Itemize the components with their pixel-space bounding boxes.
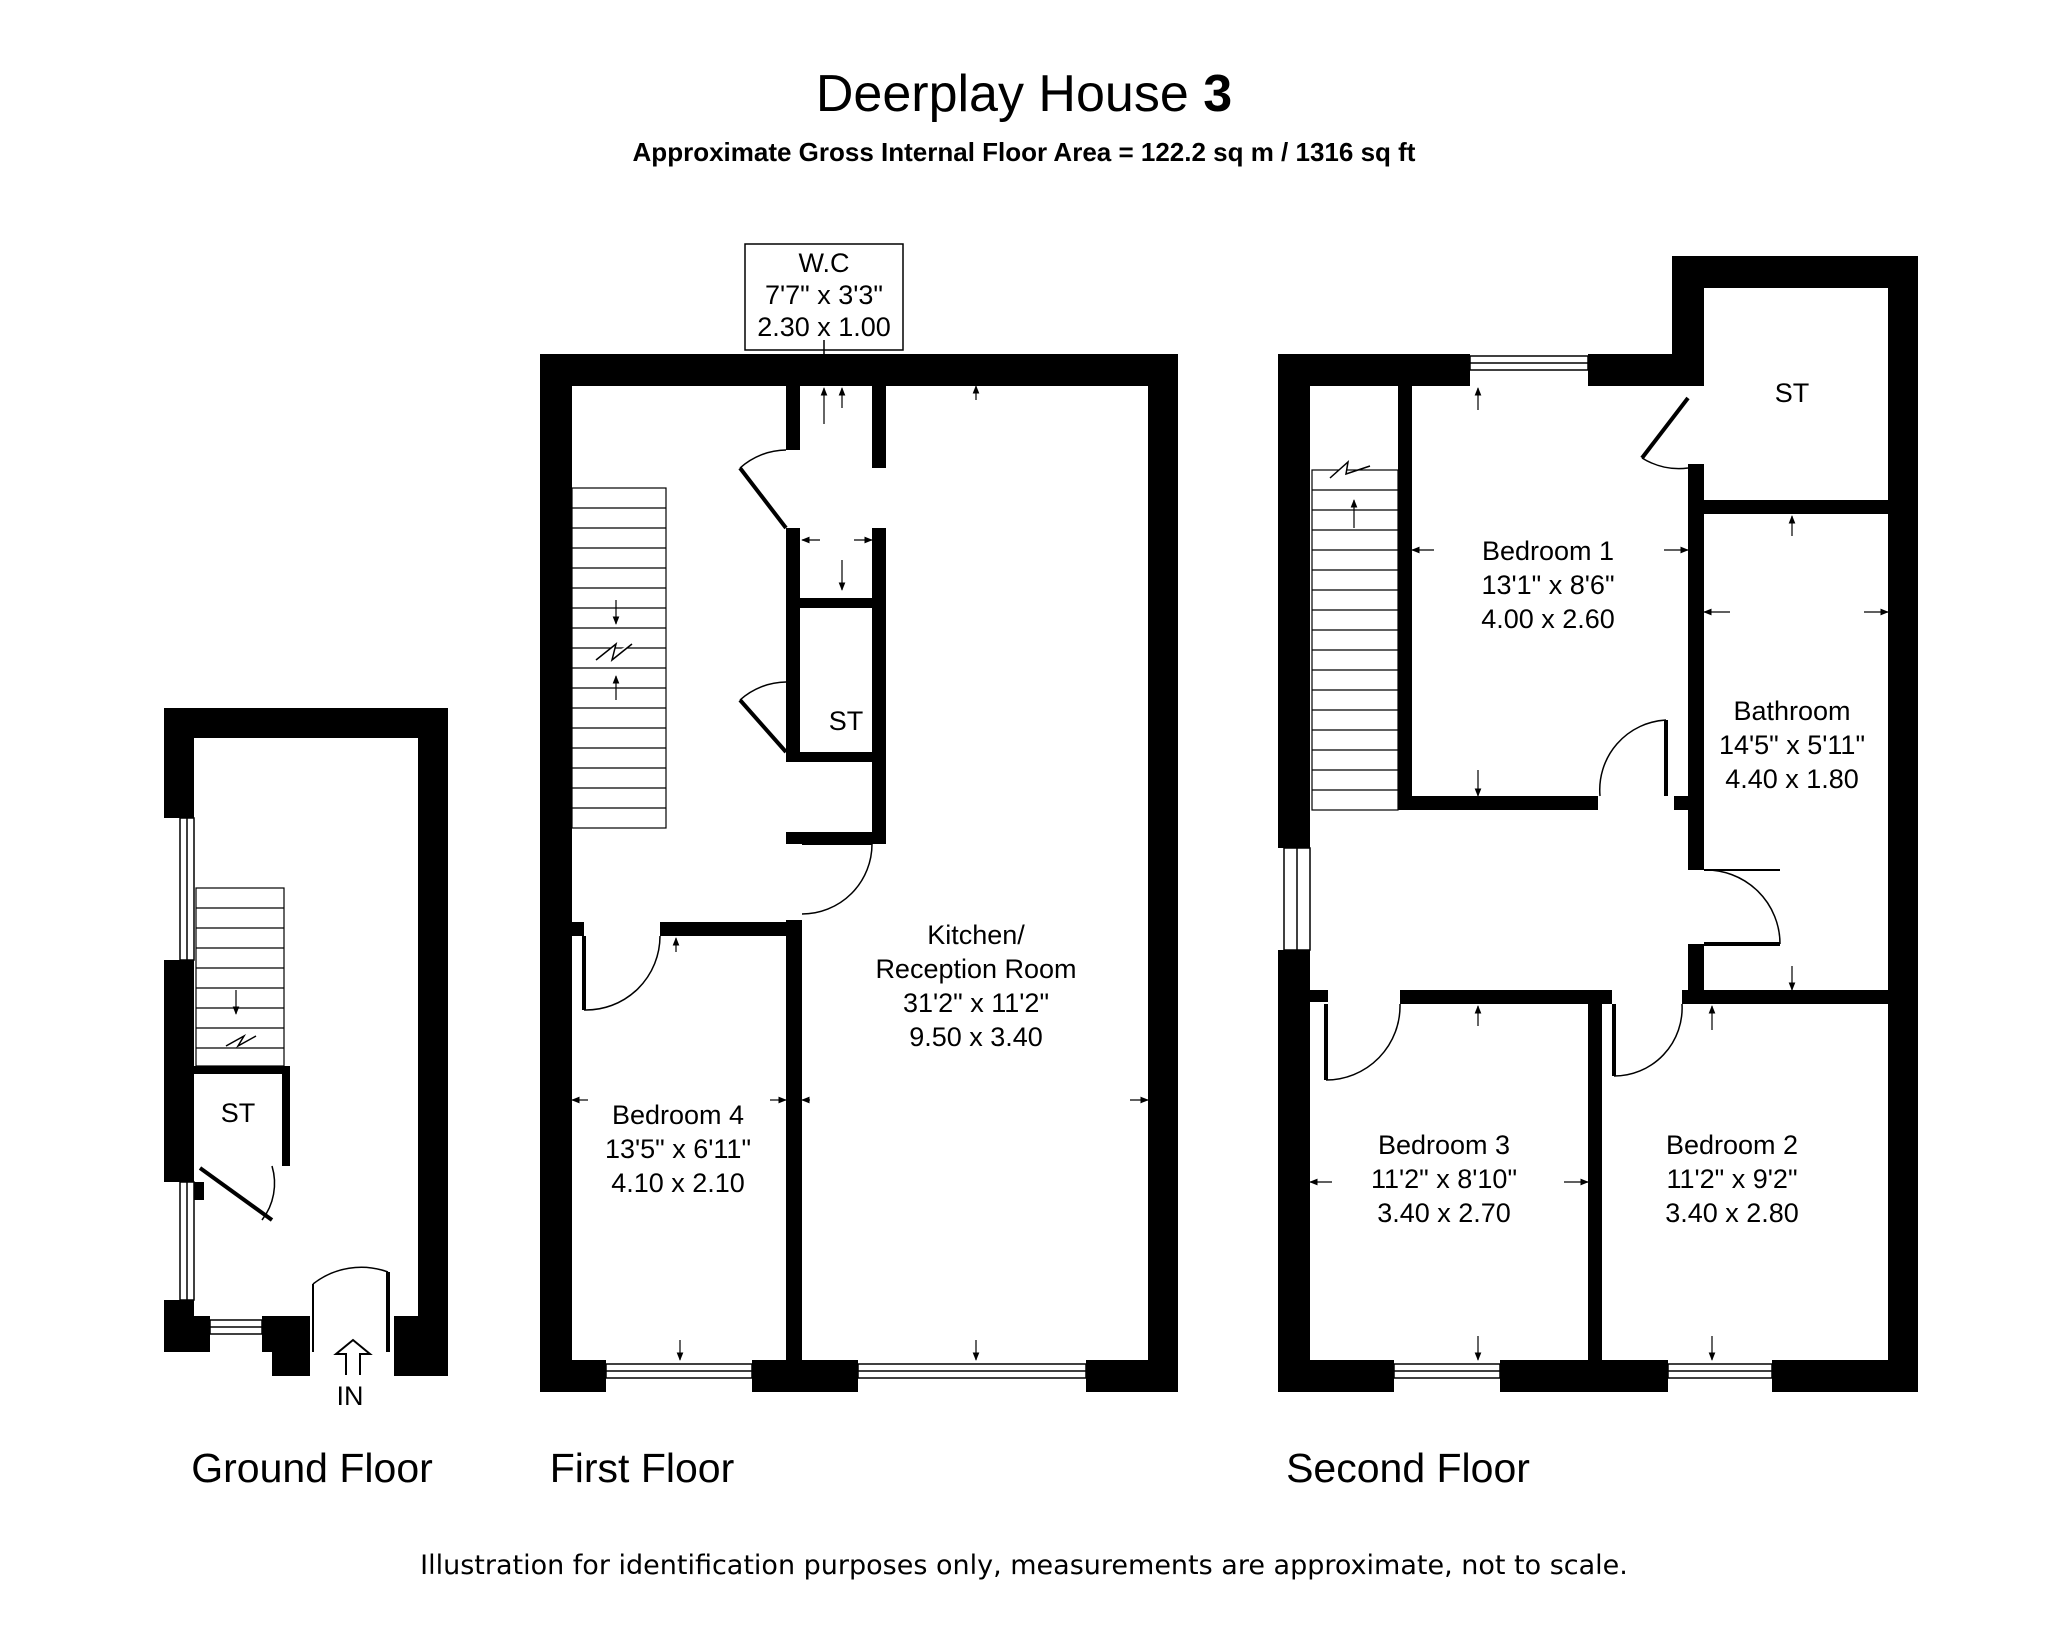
- kitchen-metric: 9.50 x 3.40: [909, 1022, 1043, 1052]
- bedroom2-imperial: 11'2" x 9'2": [1666, 1164, 1797, 1194]
- ground-storage-label: ST: [221, 1098, 256, 1128]
- ground-floor-plan: ST IN Ground Floor: [164, 708, 448, 1491]
- bedroom3-name: Bedroom 3: [1378, 1130, 1510, 1160]
- ground-floor-walls: [164, 708, 448, 1376]
- second-storage-label: ST: [1775, 378, 1810, 408]
- disclaimer-text: Illustration for identification purposes…: [420, 1550, 1628, 1581]
- wc-name: W.C: [799, 248, 850, 278]
- bedroom1-name: Bedroom 1: [1482, 536, 1614, 566]
- bedroom4-metric: 4.10 x 2.10: [611, 1168, 745, 1198]
- entrance-label: IN: [337, 1381, 364, 1411]
- floor-area-subtitle: Approximate Gross Internal Floor Area = …: [632, 137, 1416, 167]
- bathroom-metric: 4.40 x 1.80: [1725, 764, 1859, 794]
- second-floor-windows: [1283, 355, 1773, 1379]
- wc-metric: 2.30 x 1.00: [757, 312, 891, 342]
- second-floor-doors: [1324, 396, 1781, 1081]
- ground-floor-label: Ground Floor: [191, 1445, 433, 1491]
- bedroom4-name: Bedroom 4: [612, 1100, 744, 1130]
- first-floor-dimension-arrows: [571, 385, 1149, 1361]
- bedroom2-metric: 3.40 x 2.80: [1665, 1198, 1799, 1228]
- kitchen-imperial: 31'2" x 11'2": [903, 988, 1049, 1018]
- bedroom4-imperial: 13'5" x 6'11": [605, 1134, 751, 1164]
- bathroom-name: Bathroom: [1733, 696, 1850, 726]
- second-floor-plan: ST Bedroom 1 13'1" x 8'6" 4.00 x 2.60 Ba…: [1278, 256, 1918, 1491]
- ground-floor-windows: [179, 817, 263, 1335]
- bedroom3-metric: 3.40 x 2.70: [1377, 1198, 1511, 1228]
- kitchen-name-line2: Reception Room: [875, 954, 1076, 984]
- first-floor-doors: [582, 449, 873, 1011]
- first-floor-walls: [540, 354, 1178, 1392]
- page-title: Deerplay House 3: [815, 65, 1233, 123]
- entrance-arrow-icon: [333, 1338, 373, 1375]
- first-floor-windows: [605, 243, 1087, 1379]
- first-floor-stairs: [571, 487, 667, 829]
- ground-floor-doors: [198, 1165, 390, 1352]
- first-floor-label: First Floor: [550, 1445, 735, 1491]
- wc-imperial: 7'7" x 3'3": [765, 280, 883, 310]
- bathroom-imperial: 14'5" x 5'11": [1719, 730, 1865, 760]
- first-storage-label: ST: [829, 706, 864, 736]
- bedroom2-name: Bedroom 2: [1666, 1130, 1798, 1160]
- second-floor-stairs: [1311, 460, 1399, 811]
- second-floor-walls: [1278, 256, 1918, 1392]
- kitchen-name-line1: Kitchen/: [927, 920, 1025, 950]
- second-floor-label: Second Floor: [1286, 1445, 1530, 1491]
- bedroom1-metric: 4.00 x 2.60: [1481, 604, 1615, 634]
- first-floor-plan: W.C 7'7" x 3'3" 2.30 x 1.00 ST Kitchen/ …: [540, 243, 1178, 1491]
- ground-floor-stairs: [195, 887, 285, 1067]
- bedroom3-imperial: 11'2" x 8'10": [1371, 1164, 1517, 1194]
- second-floor-dimension-arrows: [1309, 387, 1889, 1361]
- bedroom1-imperial: 13'1" x 8'6": [1481, 570, 1614, 600]
